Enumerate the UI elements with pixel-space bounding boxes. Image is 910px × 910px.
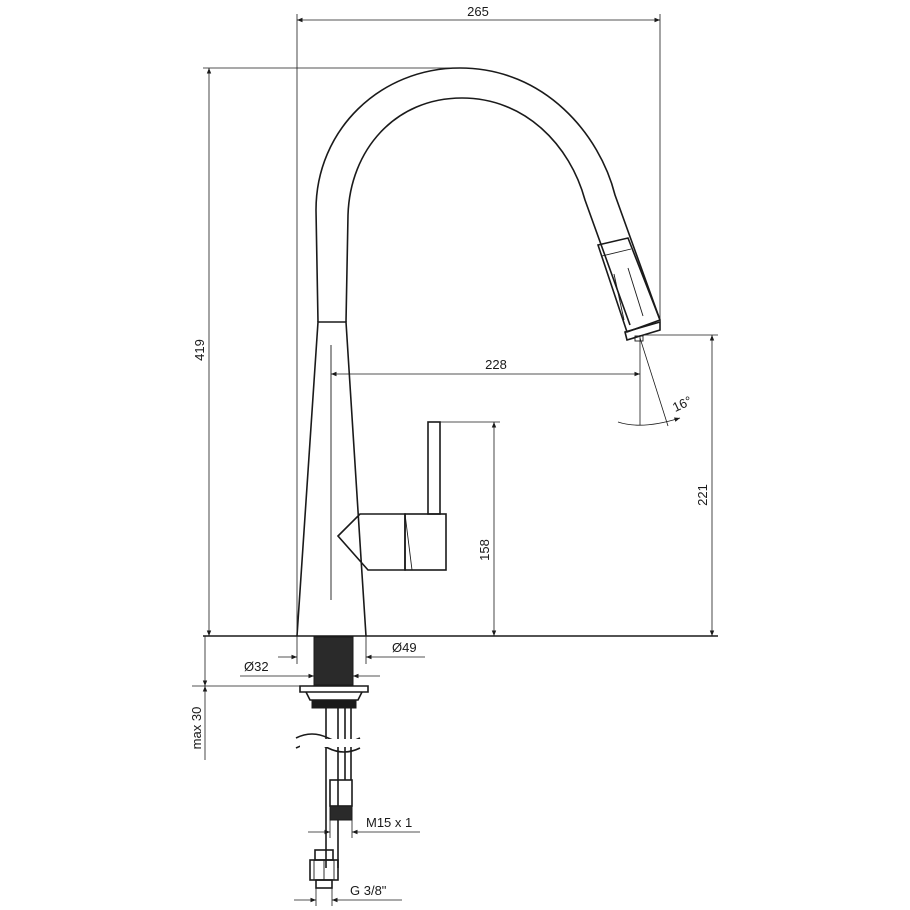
- dim-label-228: 228: [485, 357, 507, 372]
- spout-gooseneck: [315, 67, 661, 326]
- faucet-body: [296, 321, 367, 637]
- dim-label-419: 419: [192, 339, 207, 361]
- dim-label-m15: M15 x 1: [366, 815, 412, 830]
- dimension-spray-angle: 16°: [617, 337, 694, 427]
- dimension-shank-diameter: Ø32: [240, 659, 380, 679]
- dim-label-221: 221: [695, 484, 710, 506]
- dimension-base-diameter: Ø49: [278, 636, 425, 664]
- lever-handle: [336, 421, 447, 571]
- dim-label-265: 265: [467, 4, 489, 19]
- dimension-hose-thread: M15 x 1: [308, 815, 420, 838]
- dimension-total-height: 419: [192, 67, 460, 636]
- dim-label-diameter-49: Ø49: [392, 640, 417, 655]
- dim-label-g38: G 3/8": [350, 883, 387, 898]
- dimension-total-width: 265: [296, 4, 661, 636]
- dimension-connection-thread: G 3/8": [294, 883, 402, 906]
- dim-label-diameter-32: Ø32: [244, 659, 269, 674]
- dimension-spout-reach: 228: [331, 335, 641, 425]
- spray-head: [596, 237, 662, 342]
- dimension-max-thickness: max 30: [189, 636, 300, 760]
- dim-label-16deg: 16°: [670, 393, 694, 415]
- dimension-lever-height: 158: [440, 421, 500, 636]
- dimension-spout-height: 221: [645, 334, 718, 636]
- mounting-shank: [295, 636, 369, 889]
- dim-label-158: 158: [477, 539, 492, 561]
- dim-label-max-30: max 30: [189, 707, 204, 750]
